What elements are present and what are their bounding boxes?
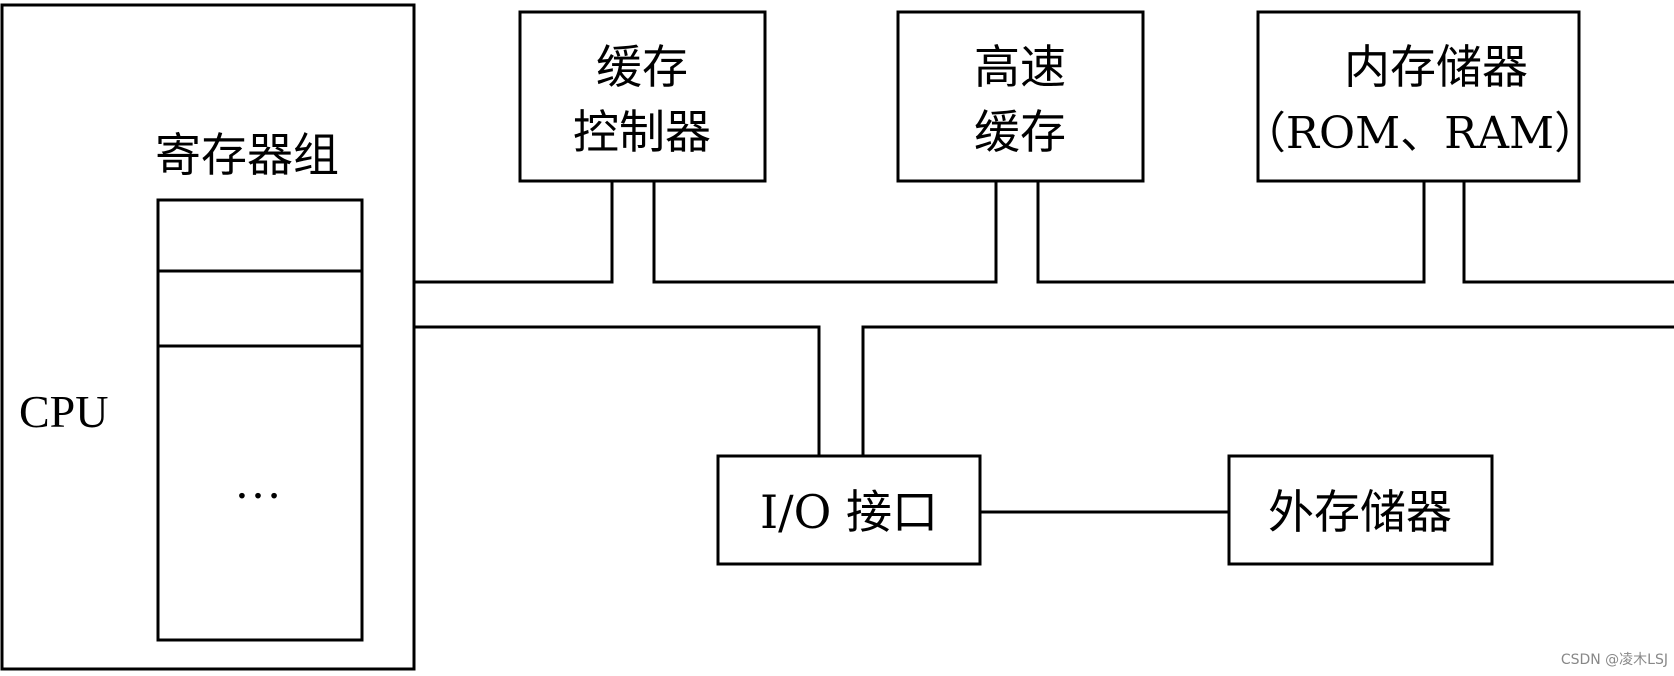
watermark-text: CSDN @凌木LSJ — [1561, 652, 1668, 668]
cache-label-line2: 缓存 — [974, 105, 1066, 159]
io-interface-label: I/O 接口 — [760, 485, 938, 539]
cache-box — [896, 10, 1145, 183]
bus-line-1-seg-d — [1462, 181, 1674, 284]
bus-line-1-seg-a — [414, 181, 614, 284]
main-memory-box — [1256, 10, 1581, 183]
cache-controller-label-line1: 缓存 — [596, 40, 688, 94]
io-interface-box — [716, 454, 982, 566]
register-ellipsis: … — [234, 456, 282, 509]
bus-line-1-seg-c — [1036, 181, 1426, 284]
cpu-box — [0, 3, 416, 671]
register-group-title: 寄存器组 — [155, 128, 339, 182]
bus-line-2-seg-a — [414, 325, 821, 456]
main-memory-label-line1: 内存储器 — [1344, 40, 1528, 94]
bus-line-1-seg-b — [652, 181, 998, 284]
external-storage-box — [1227, 454, 1494, 566]
cache-label-line1: 高速 — [974, 40, 1066, 94]
register-group-box — [156, 198, 364, 642]
cache-controller-box — [518, 10, 767, 183]
main-memory-label-line2: （ROM、RAM） — [1242, 108, 1598, 159]
bus-line-2-seg-b — [861, 325, 1674, 456]
cache-controller-label-line2: 控制器 — [573, 105, 711, 159]
cpu-label: CPU — [19, 386, 108, 437]
external-storage-label: 外存储器 — [1268, 485, 1452, 539]
